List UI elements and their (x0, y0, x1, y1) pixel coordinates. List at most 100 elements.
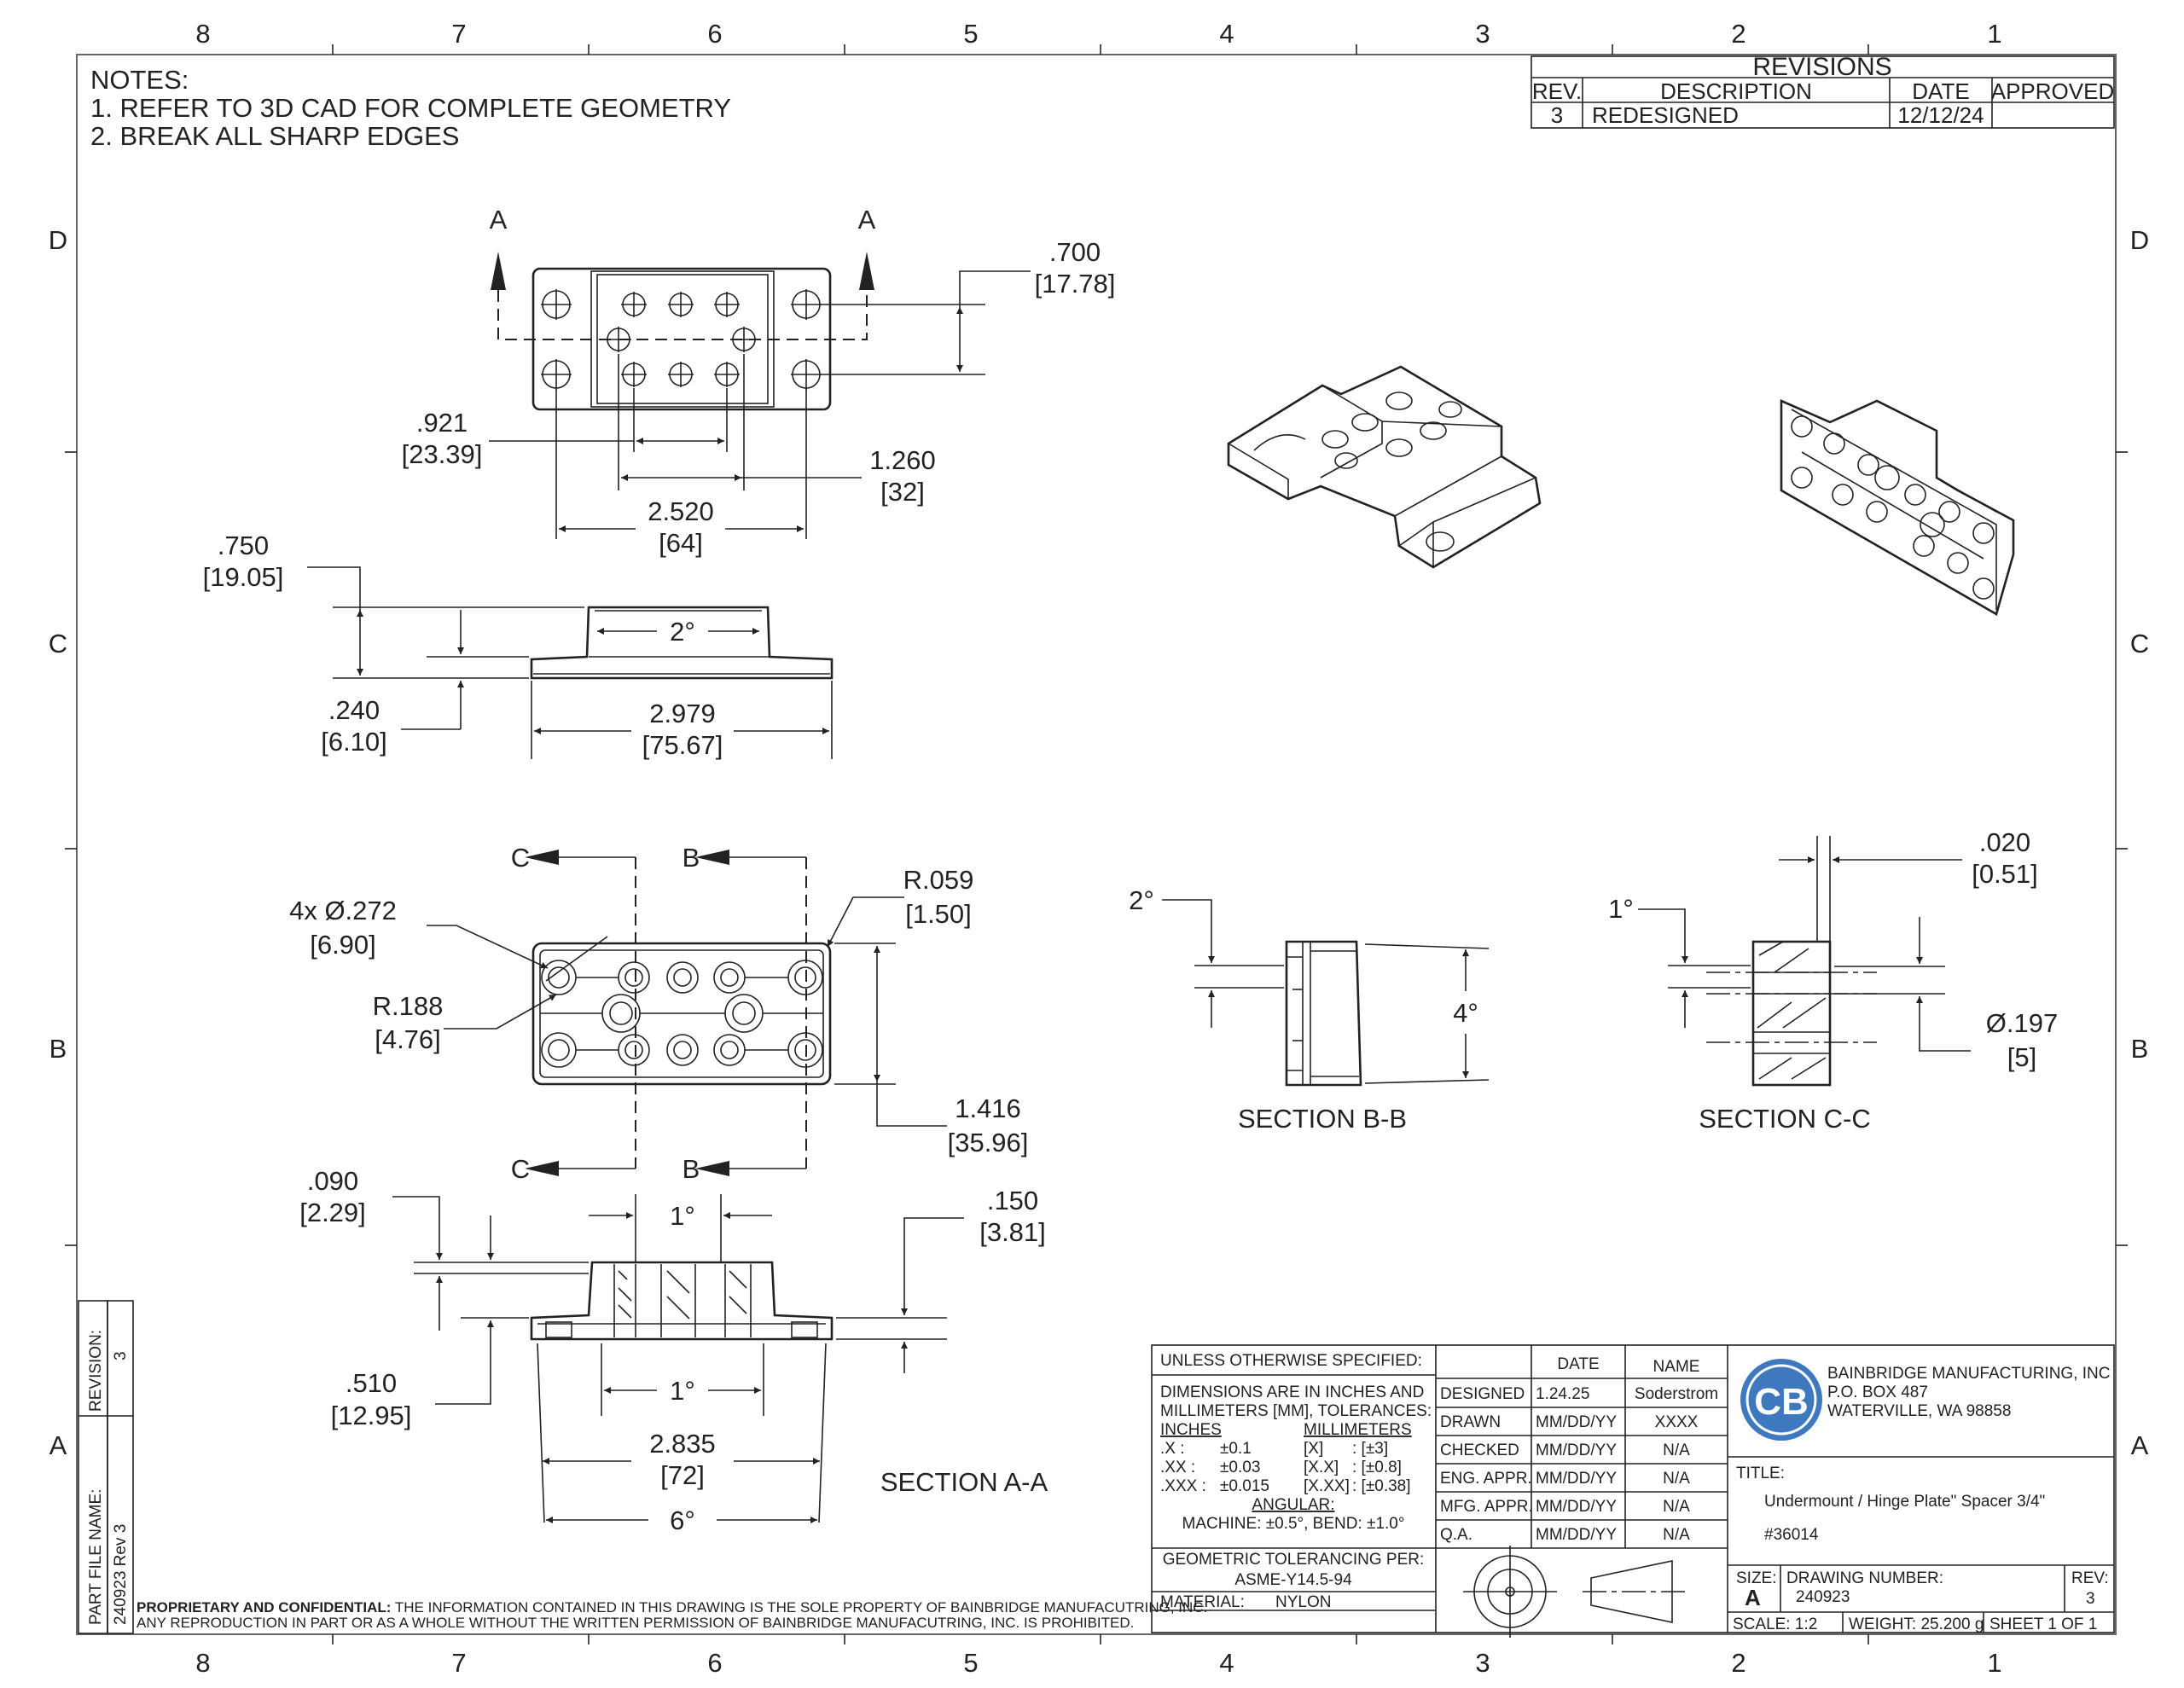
signoff-name: Soderstrom (1635, 1385, 1718, 1403)
rev-label: REV: (2071, 1569, 2109, 1587)
revision-cell: 3 (1551, 102, 1563, 128)
dim-value: .700 (1049, 237, 1101, 267)
angular-text: MACHINE: ±0.5°, BEND: ±1.0° (1182, 1515, 1405, 1533)
proprietary-notice: PROPRIETARY AND CONFIDENTIAL: THE INFORM… (136, 1599, 1207, 1631)
section-cc-label: SECTION C-C (1699, 1104, 1871, 1134)
tol-cell: ±0.1 (1220, 1440, 1252, 1458)
zone-row-right: C (2130, 629, 2149, 658)
section-aa-label: SECTION A-A (880, 1467, 1048, 1497)
signoff-header: NAME (1653, 1358, 1700, 1376)
angle-label: 1° (670, 1201, 695, 1231)
zone-col-bottom: 1 (1987, 1648, 2001, 1678)
drawing-number-label: DRAWING NUMBER: (1786, 1569, 1943, 1587)
dim-value-mm: [4.76] (375, 1024, 441, 1054)
tol-cell: [X.X] (1304, 1459, 1339, 1476)
tol-cell: .XXX : (1160, 1477, 1206, 1495)
notes-title: NOTES: (90, 65, 189, 95)
sheet-number: SHEET 1 OF 1 (1989, 1615, 2097, 1633)
zone-col-bottom: 6 (707, 1648, 722, 1678)
signoff-role: Q.A. (1440, 1526, 1472, 1544)
zone-col-top: 1 (1987, 19, 2001, 49)
zone-col-top: 7 (451, 19, 466, 49)
dim-value: 4x Ø.272 (289, 896, 397, 925)
revisions-header: REV. (1532, 78, 1582, 104)
dim-value: 2.979 (649, 699, 716, 728)
tol-cell: ±0.015 (1220, 1477, 1269, 1495)
zone-row-right: B (2131, 1034, 2149, 1064)
size-label: SIZE: (1736, 1569, 1777, 1587)
dim-value-mm: [6.10] (321, 727, 387, 757)
revisions-header: DESCRIPTION (1660, 78, 1812, 104)
signoff-date: MM/DD/YY (1536, 1498, 1617, 1516)
svg-text:CB: CB (1754, 1381, 1809, 1423)
dims-text-1: DIMENSIONS ARE IN INCHES AND (1160, 1383, 1424, 1401)
dim-value-mm: [3.81] (979, 1217, 1046, 1247)
dim-value: Ø.197 (1986, 1008, 2058, 1038)
geo-tol-1: GEOMETRIC TOLERANCING PER: (1163, 1551, 1425, 1569)
dim-value-mm: [0.51] (1972, 859, 2038, 889)
section-bb-view: 2° 4° SECTION B-B (1129, 885, 1490, 1134)
angle-label: 1° (670, 1376, 695, 1406)
material-value: NYLON (1275, 1593, 1331, 1611)
side-view: 2° .750 [19.05] .240 [6.10] 2.979 [75.67… (203, 531, 834, 760)
note-item: 2. BREAK ALL SHARP EDGES (90, 121, 459, 151)
top-view: A A .700 [17.78] .921 [23.39] 1.260 [32]… (402, 205, 1116, 558)
zone-col-top: 3 (1475, 19, 1490, 49)
dim-value-mm: [17.78] (1035, 269, 1116, 299)
file-name-label: PART FILE NAME: (87, 1489, 105, 1625)
zone-col-top: 2 (1731, 19, 1745, 49)
note-item: 1. REFER TO 3D CAD FOR COMPLETE GEOMETRY (90, 93, 731, 123)
dim-value: R.059 (903, 865, 974, 895)
tol-cell: [X.XX] (1304, 1477, 1350, 1495)
dim-value: 1.416 (955, 1093, 1021, 1123)
proprietary-bold: PROPRIETARY AND CONFIDENTIAL: (136, 1599, 391, 1615)
angle-label: 2° (670, 617, 695, 647)
zone-labels: 8 7 6 5 4 3 2 1 8 7 6 5 4 3 2 1 D C B A … (49, 19, 2149, 1678)
signoff-header: DATE (1557, 1355, 1599, 1373)
dim-value: 2.835 (649, 1429, 716, 1459)
revisions-title: REVISIONS (1752, 53, 1891, 81)
signoff-name: N/A (1663, 1441, 1690, 1459)
dim-value: .240 (328, 695, 380, 725)
dims-text-2: MILLIMETERS [MM], TOLERANCES: (1160, 1402, 1432, 1420)
zone-row-left: A (49, 1430, 67, 1460)
unless-specified: UNLESS OTHERWISE SPECIFIED: (1160, 1352, 1422, 1370)
geo-tol-2: ASME-Y14.5-94 (1234, 1571, 1352, 1589)
bottom-view: C B C B 4x Ø.272 [6.90] R.188 [4.76] R.0… (289, 843, 1028, 1184)
part-file-side-block: REVISION: 3 PART FILE NAME: 240923 Rev 3 (78, 1300, 134, 1634)
tol-cell: .XX : (1160, 1459, 1195, 1476)
zone-col-top: 8 (195, 19, 210, 49)
signoff-date: 1.24.25 (1536, 1385, 1589, 1403)
dim-value-mm: [72] (660, 1460, 705, 1490)
zone-col-bottom: 8 (195, 1648, 210, 1678)
weight: WEIGHT: 25.200 g (1849, 1615, 1984, 1633)
sheet-border (65, 44, 2128, 1644)
signoff-role: DRAWN (1440, 1413, 1501, 1431)
revisions-header: APPROVED (1991, 78, 2115, 104)
dim-value-mm: [2.29] (299, 1198, 366, 1227)
signoff-date: MM/DD/YY (1536, 1470, 1617, 1488)
signoff-name: XXXX (1655, 1413, 1699, 1431)
company-address: P.O. BOX 487 (1827, 1383, 1928, 1401)
zone-row-left: B (49, 1034, 67, 1064)
dim-value-mm: [64] (659, 528, 703, 558)
signoff-date: MM/DD/YY (1536, 1413, 1617, 1431)
section-mark-a: A (858, 205, 876, 235)
zone-row-left: D (49, 225, 67, 255)
section-aa-view: 1° .090 [2.29] .150 [3.81] .510 [12.95] … (299, 1166, 1048, 1535)
title-value: Undermount / Hinge Plate" Spacer 3/4" (1764, 1493, 2045, 1511)
proprietary-line-2: ANY REPRODUCTION IN PART OR AS A WHOLE W… (136, 1615, 1134, 1631)
dim-value-mm: [12.95] (331, 1401, 412, 1430)
dim-value-mm: [32] (880, 477, 925, 507)
signoff-role: CHECKED (1440, 1441, 1519, 1459)
signoff-name: N/A (1663, 1498, 1690, 1516)
zone-col-bottom: 5 (963, 1648, 978, 1678)
zone-row-right: D (2130, 225, 2149, 255)
drawing-number: 240923 (1796, 1588, 1850, 1606)
section-mark-c: C (511, 1154, 530, 1184)
dim-value: .750 (218, 531, 269, 560)
zone-row-left: C (49, 629, 67, 658)
material-label: MATERIAL: (1160, 1593, 1245, 1611)
tol-cell: [X] (1304, 1440, 1323, 1458)
